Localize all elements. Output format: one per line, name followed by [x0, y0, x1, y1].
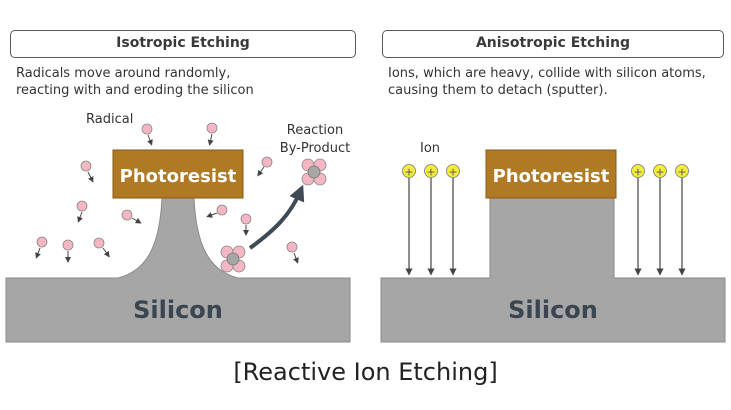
ion: + [631, 164, 645, 276]
byproduct-label-line2: By-Product [279, 141, 351, 156]
radical [80, 160, 94, 183]
isotropic-description-line2: reacting with and eroding the silicon [16, 83, 254, 98]
anisotropic-title: Anisotropic Etching [382, 30, 724, 58]
ion-symbol: + [448, 166, 457, 179]
radical [62, 239, 74, 263]
anisotropic-description-line1: Ions, which are heavy, collide with sili… [388, 66, 706, 81]
radical [35, 236, 48, 259]
ion: + [675, 164, 689, 276]
radical-label: Radical [86, 112, 134, 127]
silicon-isotropic-label: Silicon [133, 296, 223, 324]
byproduct-label-line1: Reaction [286, 123, 344, 138]
photoresist-isotropic [112, 149, 244, 199]
ion: + [424, 164, 438, 276]
ion-symbol: + [404, 166, 413, 179]
caption: [Reactive Ion Etching] [233, 358, 498, 386]
radicals [35, 122, 299, 264]
radical [240, 213, 252, 236]
radical [206, 122, 218, 146]
isotropic-description: Radicals move around randomly, reacting … [16, 65, 254, 99]
ion: + [402, 164, 416, 276]
radical [141, 123, 153, 146]
ion-label: Ion [420, 141, 441, 156]
ion-symbol: + [655, 166, 664, 179]
radical [286, 241, 299, 264]
radical [257, 156, 273, 177]
isotropic-description-line1: Radicals move around randomly, [16, 66, 231, 81]
byproduct-label: Reaction By-Product [275, 122, 355, 158]
byproduct-arrow [248, 184, 305, 250]
ion-symbol: + [677, 166, 686, 179]
photoresist-anisotropic-label: Photoresist [493, 166, 610, 187]
photoresist-anisotropic [485, 149, 617, 199]
silicon-anisotropic-label: Silicon [508, 296, 598, 324]
ion: + [653, 164, 667, 276]
ion-symbol: + [426, 166, 435, 179]
isotropic-title: Isotropic Etching [10, 30, 356, 58]
ion-symbol: + [633, 166, 642, 179]
radical [121, 209, 142, 224]
radical [206, 204, 228, 218]
silicon-anisotropic [380, 197, 726, 343]
radical [76, 200, 88, 223]
photoresist-isotropic-label: Photoresist [120, 166, 237, 187]
byproduct-molecule-top [301, 158, 327, 186]
anisotropic-description: Ions, which are heavy, collide with sili… [388, 65, 706, 99]
anisotropic-description-line2: causing them to detach (sputter). [388, 83, 608, 98]
radical [93, 237, 110, 258]
byproduct-molecule-bottom [220, 245, 246, 273]
ions: + + + + + + [402, 164, 689, 276]
ion: + [446, 164, 460, 276]
